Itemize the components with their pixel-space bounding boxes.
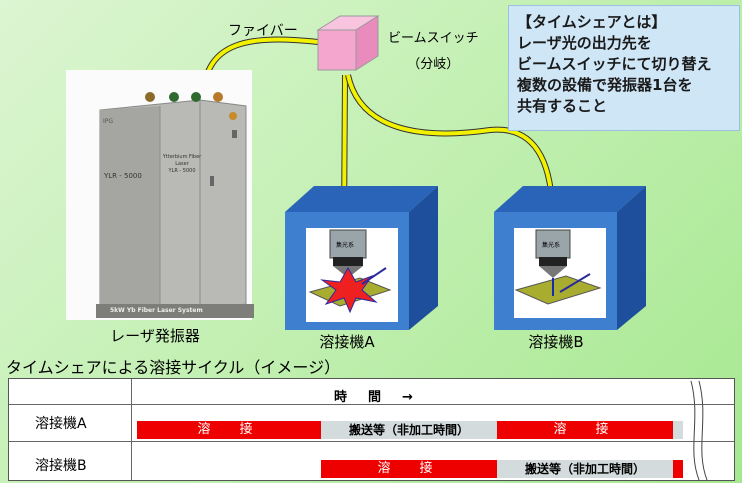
cabinet-front-line1: Ytterbium Fiber Laser (162, 154, 202, 167)
welder-a-transport-tail (673, 421, 683, 439)
lens-label-a: 集光系 (336, 242, 355, 249)
cabinet-base-text: 5kW Yb Fiber Laser System (110, 307, 203, 314)
fiber-cable-b-core (346, 74, 555, 233)
table-label-divider (131, 379, 132, 480)
callout-title: 【タイムシェアとは】 (517, 13, 667, 31)
beam-switch-cube (316, 15, 380, 71)
welder-b-weld-bar: 溶 接 (321, 460, 497, 478)
welder-b-caption: 溶接機B (528, 333, 584, 351)
beam-switch-label: ビームスイッチ （分岐） (388, 26, 479, 78)
welder-a-weld-bar-1: 溶 接 (137, 421, 321, 439)
cabinet-front-line2: YLR - 5000 (168, 168, 196, 174)
laser-oscillator-cabinet (66, 70, 254, 320)
table-divider-2 (9, 441, 734, 442)
time-header: 時 間 → (334, 390, 417, 405)
beam-switch-branch: （分岐） (407, 57, 460, 72)
callout-line-4: 共有すること (517, 97, 608, 115)
cabinet-front-label: Ytterbium Fiber Laser YLR - 5000 (160, 154, 204, 175)
welder-a-weld-bar-2: 溶 接 (497, 421, 673, 439)
time-break-mark (690, 380, 708, 481)
oscillator-caption: レーザ発振器 (110, 327, 200, 345)
cabinet-brand: IPG (103, 118, 114, 125)
row-label-a: 溶接機A (35, 416, 87, 432)
fiber-label: ファイバー (228, 23, 298, 39)
welder-b-weld-tail (673, 460, 683, 478)
cabinet-model-side: YLR - 5000 (104, 172, 142, 180)
welder-a-caption: 溶接機A (319, 333, 375, 351)
callout-line-2: ビームスイッチにて切り替え (517, 55, 712, 73)
beam-switch-name: ビームスイッチ (388, 31, 479, 46)
table-divider-1 (9, 404, 734, 405)
welder-b-transport-bar: 搬送等（非加工時間） (497, 460, 673, 478)
welder-b-box (494, 186, 646, 330)
welder-a-transport-bar: 搬送等（非加工時間） (321, 421, 497, 439)
cycle-table: 時 間 → 溶接機A 溶 接 搬送等（非加工時間） 溶 接 溶接機B 溶 接 搬… (8, 378, 735, 481)
cycle-title: タイムシェアによる溶接サイクル（イメージ） (6, 358, 341, 377)
callout-line-1: レーザ光の出力先を (517, 34, 652, 52)
welder-a-box (285, 186, 438, 330)
lens-label-b: 集光系 (542, 242, 561, 249)
row-label-b: 溶接機B (35, 458, 87, 474)
callout-line-3: 複数の設備で発振器1台を (517, 76, 693, 94)
timeshare-callout: 【タイムシェアとは】 レーザ光の出力先を ビームスイッチにて切り替え 複数の設備… (508, 5, 740, 131)
